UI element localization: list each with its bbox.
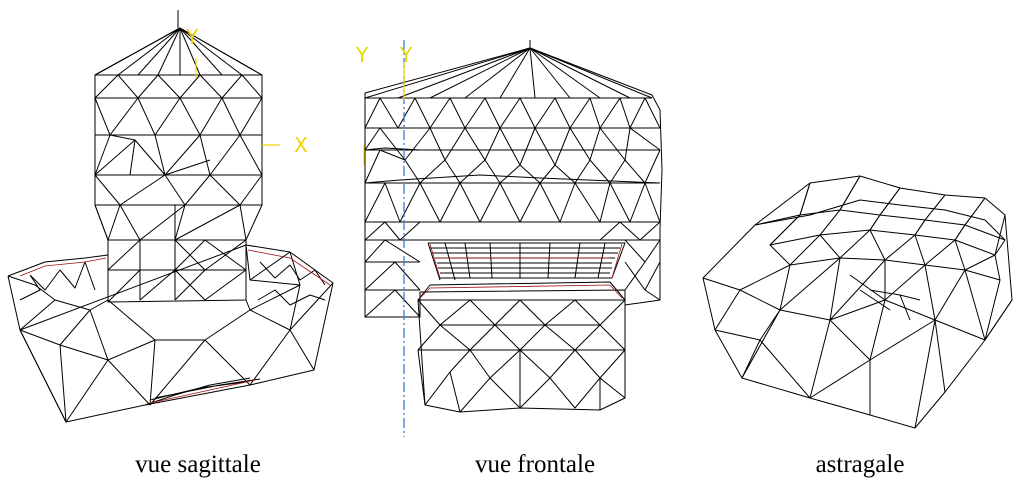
frontal-view: Y Y xyxy=(355,40,663,437)
frontal-leg-mesh xyxy=(364,40,663,318)
sagittal-y-axis-label: Y xyxy=(185,25,199,49)
frontal-talus-mesh xyxy=(417,281,626,413)
frontal-y-axis-label-right: Y xyxy=(399,43,413,67)
caption-talus: astragale xyxy=(815,451,905,478)
talus-3d-view xyxy=(702,175,1013,429)
caption-sagittal-view: vue sagittale xyxy=(135,451,261,478)
sagittal-base-mesh xyxy=(7,244,334,423)
caption-frontal-view: vue frontale xyxy=(474,451,596,478)
sagittal-axes: Y X xyxy=(185,25,308,157)
sagittal-x-axis-label: X xyxy=(294,133,308,157)
sagittal-view: Y X xyxy=(7,10,334,423)
frontal-y-axis-label-left: Y xyxy=(355,43,369,67)
frontal-axes: Y Y xyxy=(355,40,413,437)
sagittal-leg-mesh xyxy=(94,10,263,303)
